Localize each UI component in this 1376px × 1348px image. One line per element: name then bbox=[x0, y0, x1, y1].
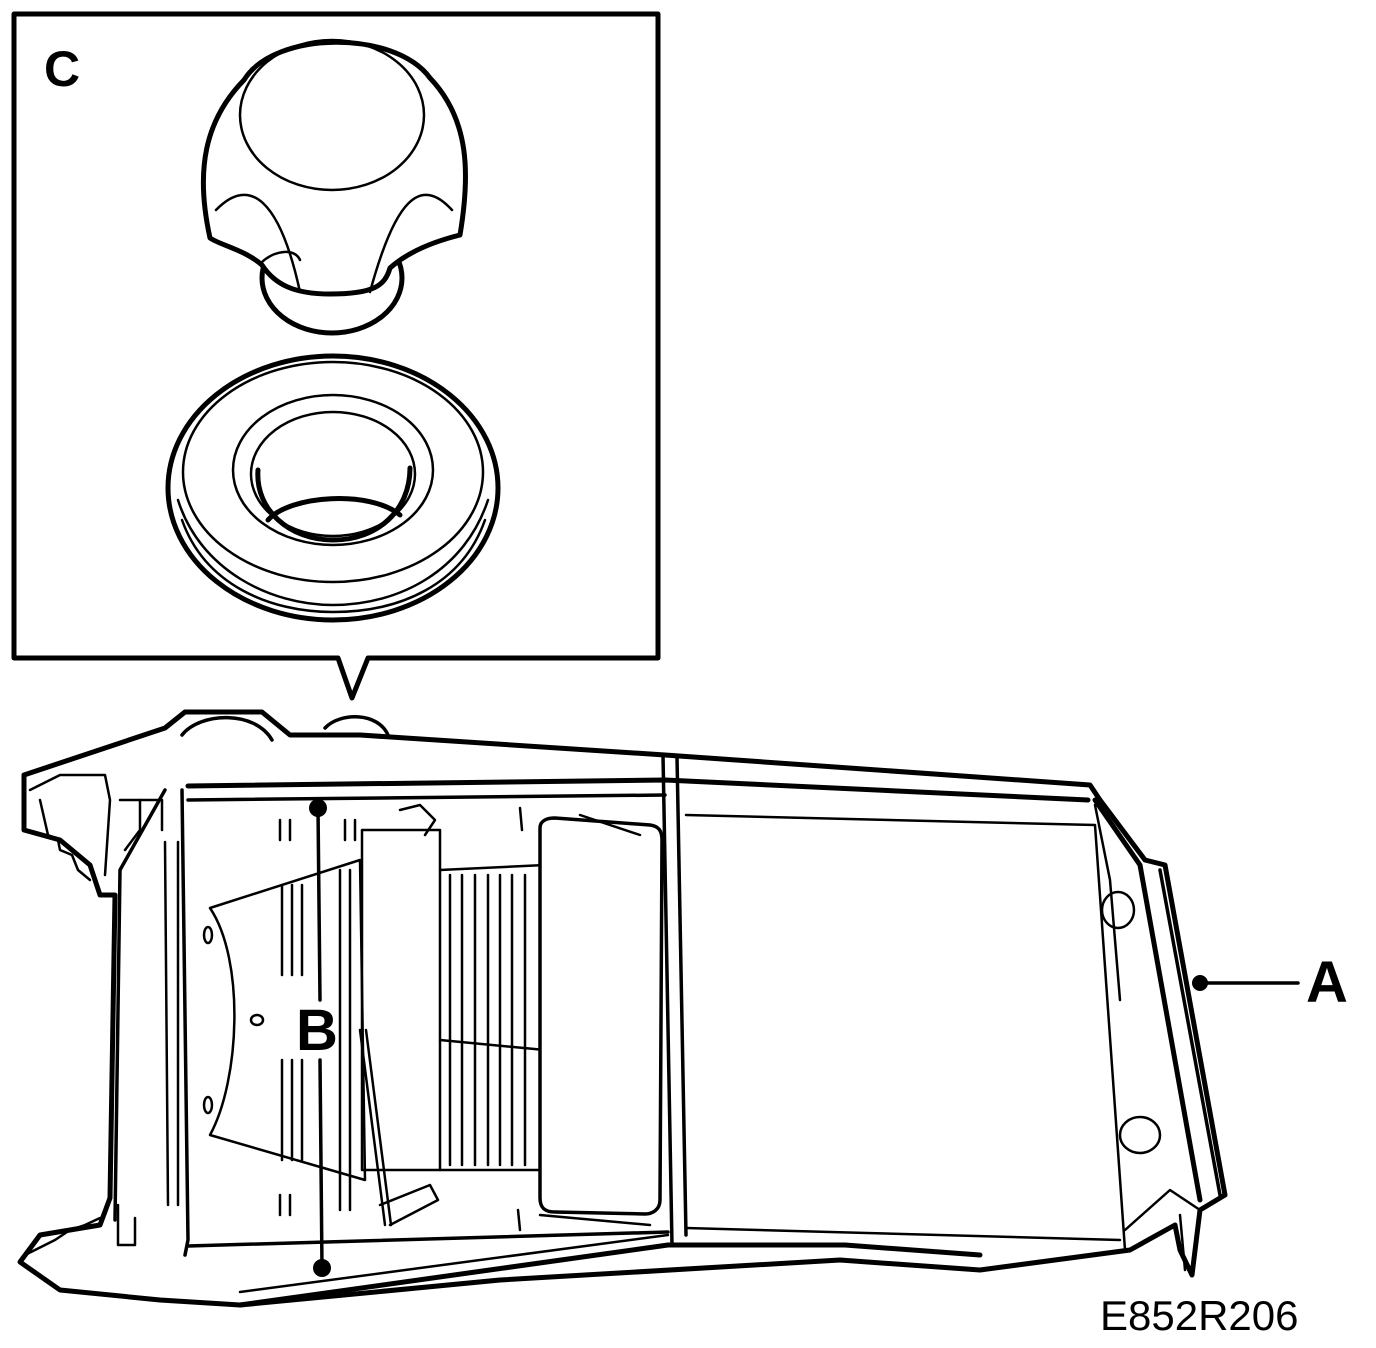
callout-label-a: A bbox=[1306, 950, 1348, 1015]
hatch-lines bbox=[278, 818, 357, 1217]
adjuster-knob bbox=[200, 38, 469, 336]
grommet-ring bbox=[165, 353, 501, 623]
detail-inset-c bbox=[11, 11, 661, 701]
callout-label-c: C bbox=[44, 41, 80, 97]
spring-grid bbox=[448, 873, 527, 1167]
leader-a bbox=[1192, 975, 1300, 991]
leader-b bbox=[309, 799, 331, 1277]
callout-label-b: B bbox=[296, 998, 338, 1063]
figure-code: E852R206 bbox=[1100, 1292, 1299, 1339]
seat-frame bbox=[17, 709, 1228, 1308]
